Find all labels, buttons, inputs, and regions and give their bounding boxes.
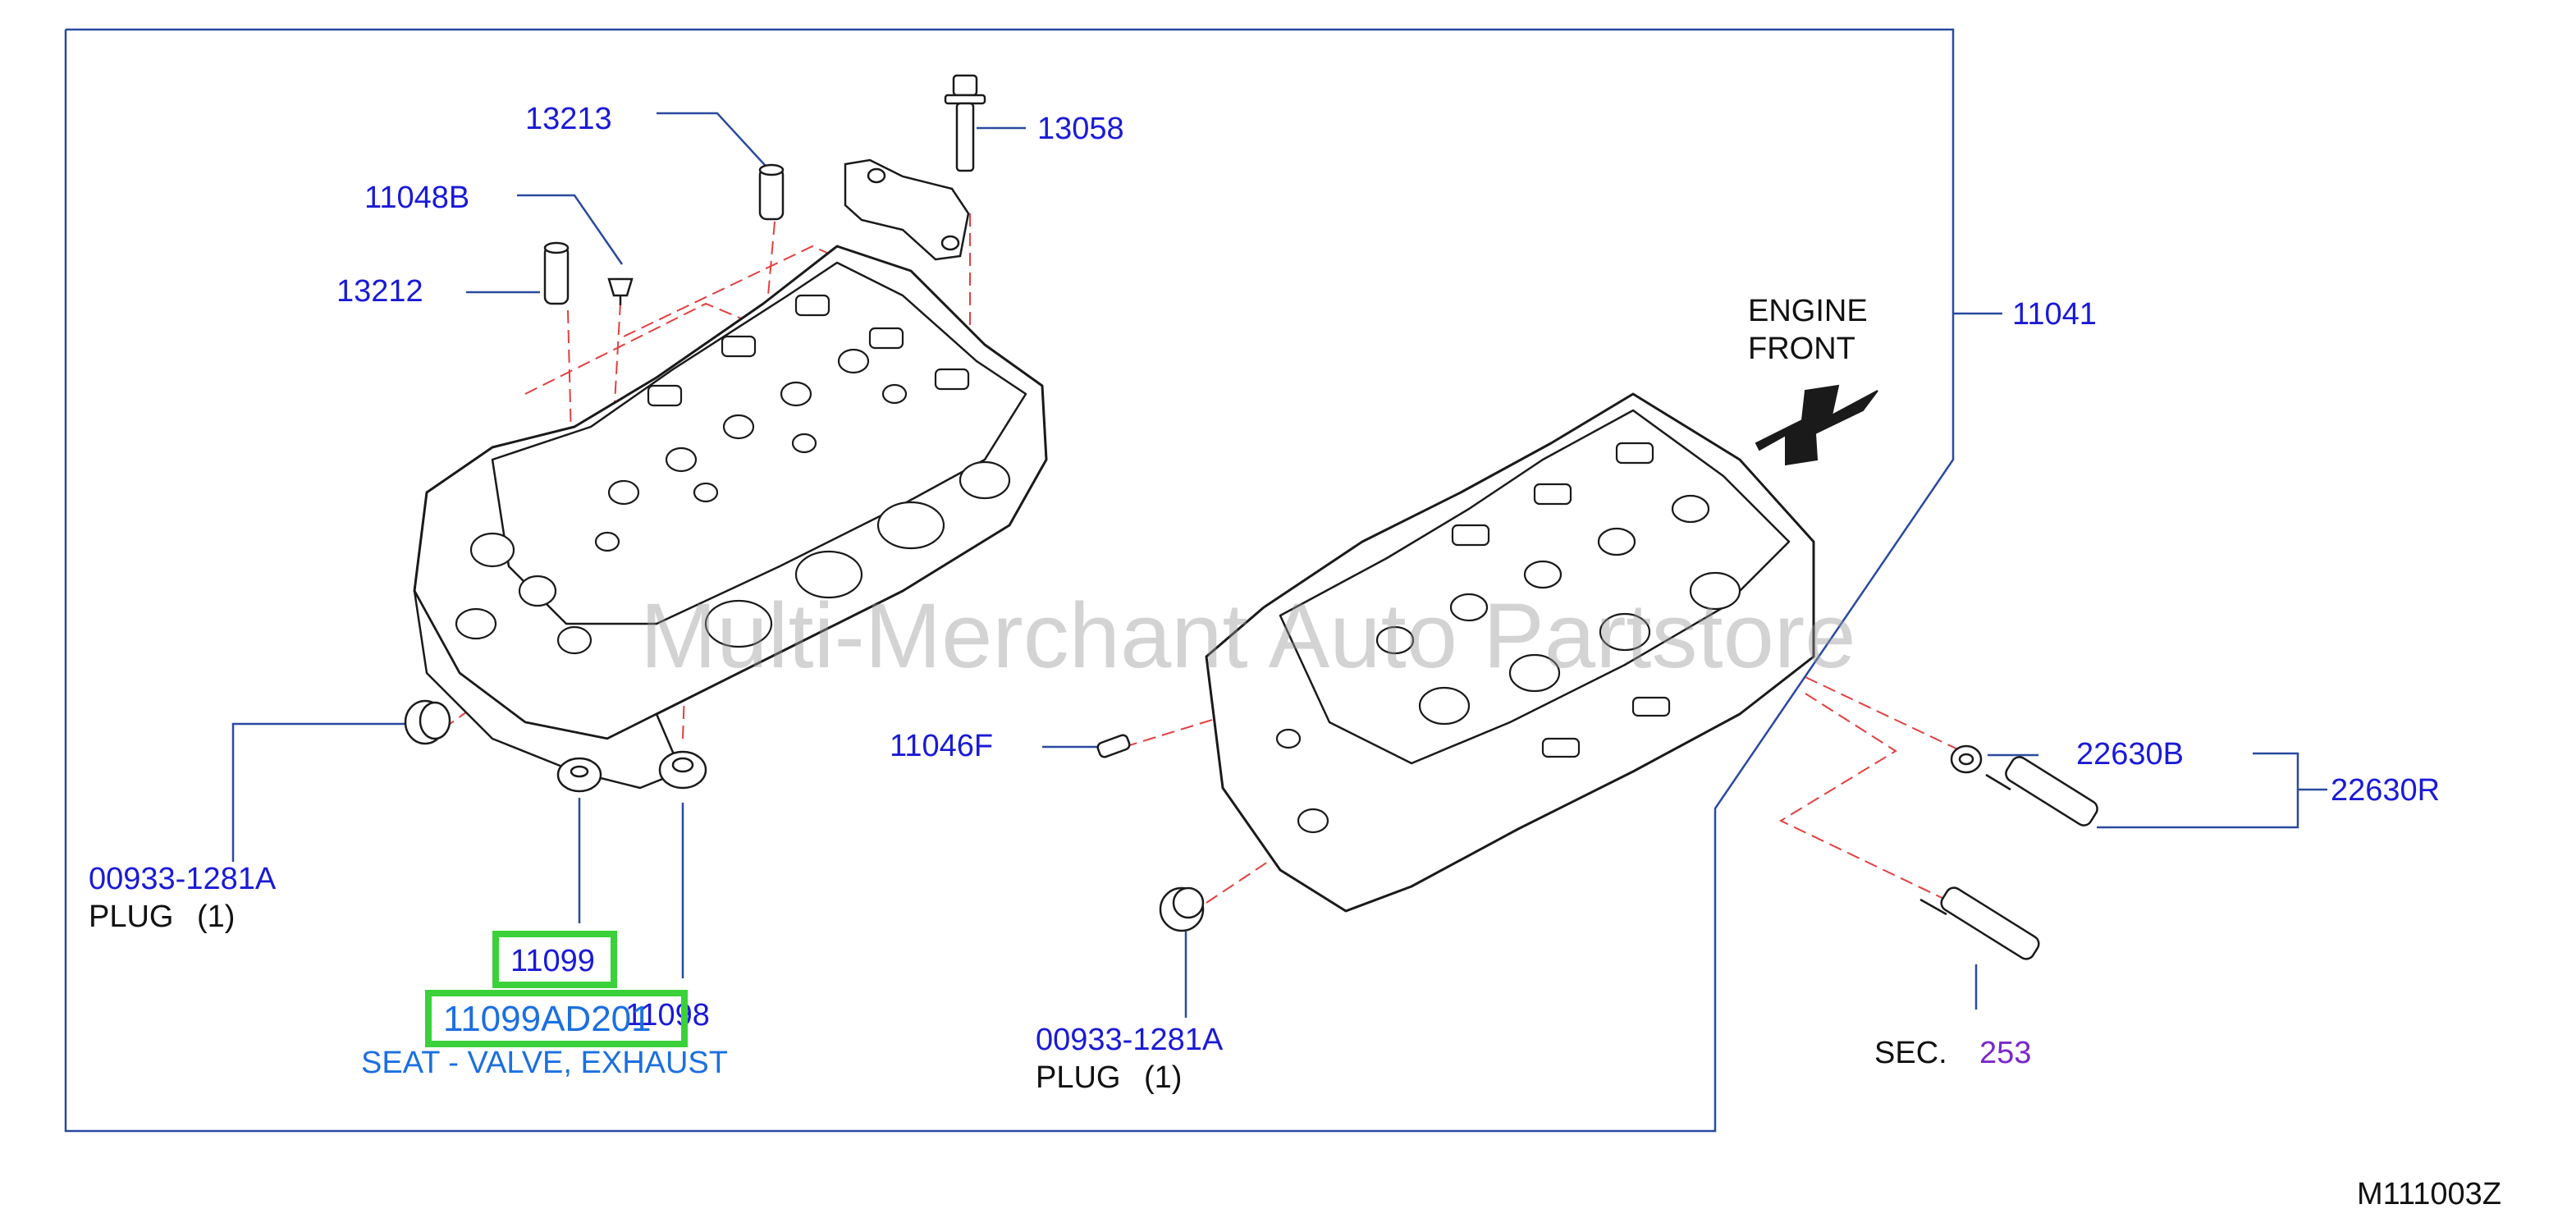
part-13058-bolt [944,74,986,172]
right-cylinder-head [1205,392,1815,913]
part-11048b-nozzle [607,277,634,305]
engine-front-arrow-icon [1755,384,1878,466]
part-sec253-sensor [1919,886,2040,960]
part-label-13058[interactable]: 13058 [1037,112,1124,146]
part-22630b-washer [1950,744,1983,774]
selected-part-number[interactable]: 11099AD201 [443,999,652,1039]
leader-lines [231,112,2327,1018]
part-label-plug-right[interactable]: 00933-1281A [1036,1023,1224,1057]
selected-part-description: SEAT - VALVE, EXHAUST [361,1046,728,1080]
part-plug-right [1159,886,1205,932]
watermark: Multi-Merchant Auto Partstore [640,584,1856,687]
left-cylinder-head [413,245,1048,790]
part-label-11098[interactable]: 11098 [625,998,710,1033]
part-11099-seat [556,757,602,793]
section-ref-number[interactable]: 253 [1979,1036,2032,1070]
plug-right-qty: (1) [1144,1060,1183,1095]
part-13213-dowel [758,163,785,221]
part-label-22630b[interactable]: 22630B [2076,737,2185,772]
highlight-box-11099 [492,931,617,988]
diagram-frame [64,28,1955,1133]
part-label-22630r[interactable]: 22630R [2331,773,2441,808]
plug-left-name: PLUG [89,900,174,934]
part-label-13213[interactable]: 13213 [525,102,612,136]
engine-front-label-line1: ENGINE [1748,294,1868,328]
highlight-box-11099ad201 [425,990,688,1047]
part-label-11046f[interactable]: 11046F [890,729,994,763]
plug-right-name: PLUG [1036,1060,1121,1095]
part-13212-dowel [543,241,570,305]
diagram-code: M111003Z [2357,1177,2502,1211]
part-label-11099[interactable]: 11099 [510,944,595,978]
part-label-plug-left[interactable]: 00933-1281A [89,862,277,896]
part-22630r-sensor [1985,756,2098,826]
engine-front-label-line2: FRONT [1748,332,1855,366]
part-plug-left [404,699,451,745]
part-label-11041[interactable]: 11041 [2012,297,2097,332]
plug-left-qty: (1) [197,900,236,934]
section-ref-label: SEC. [1874,1036,1947,1070]
part-11046f-pin [1096,734,1131,758]
part-11098-seat [658,750,707,790]
part-camshaft-bracket [844,158,970,261]
part-label-11048b[interactable]: 11048B [364,181,470,215]
part-label-13212[interactable]: 13212 [336,274,423,309]
